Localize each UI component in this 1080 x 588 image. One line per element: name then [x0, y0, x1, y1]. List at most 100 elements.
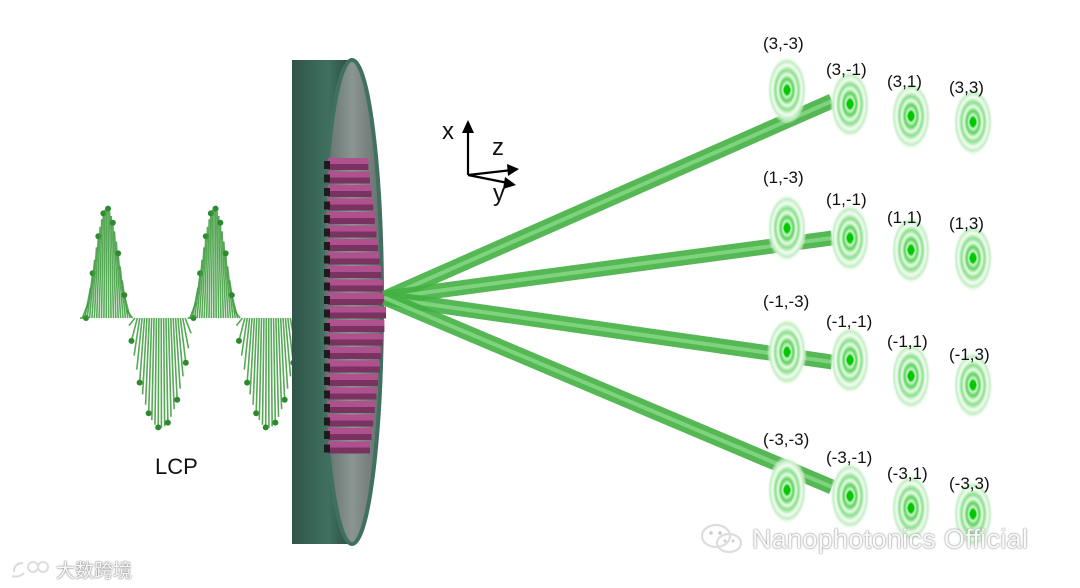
axis-x-label: x — [442, 118, 454, 145]
wave-spoke — [179, 317, 187, 363]
wave-tip — [217, 219, 224, 226]
focal-spot-core — [783, 86, 791, 94]
nanopillar-top — [328, 171, 370, 178]
wave-spoke — [112, 222, 117, 319]
wave-spoke — [277, 317, 283, 410]
wave-spoke — [162, 317, 166, 427]
wave-spoke — [243, 317, 251, 370]
nanopillar-shadow — [324, 228, 330, 237]
nanopillar-side — [328, 285, 383, 292]
nanopillar-shadow — [324, 417, 330, 426]
spot-label: (3,-1) — [826, 60, 867, 79]
nanopillar-array — [324, 158, 386, 454]
wave-tip — [105, 205, 112, 212]
nanopillar-top — [328, 387, 377, 394]
wave-spoke — [107, 208, 110, 319]
nanopillar-side — [328, 191, 372, 197]
wave-spoke — [261, 317, 265, 425]
spot-label: (1,-3) — [763, 168, 804, 187]
wave-spoke — [167, 317, 172, 417]
wave-spoke — [128, 317, 136, 327]
spot-label: (1,1) — [887, 208, 922, 227]
nanopillar-shadow — [324, 201, 330, 210]
wave-spoke — [110, 215, 115, 319]
wave-spoke — [95, 226, 101, 319]
wave-spoke — [224, 253, 232, 319]
wave-tip — [235, 337, 242, 344]
nanopillar-top — [328, 212, 375, 218]
wave-spoke — [181, 317, 190, 349]
source-logo-icon — [11, 560, 49, 578]
wave-spoke — [198, 247, 205, 319]
wave-spoke — [219, 222, 225, 319]
wave-spoke — [226, 266, 234, 319]
journal-watermark-text: Nanophotonics Official — [752, 523, 1029, 554]
wave-spoke — [216, 211, 220, 319]
wave-tip — [136, 379, 143, 386]
source-watermark: 大数跨境 — [8, 556, 132, 583]
nanopillar-shadow — [324, 255, 330, 264]
wave-spoke — [169, 317, 175, 410]
spot-label: (-1,1) — [887, 332, 928, 351]
nanopillar-top — [328, 185, 372, 191]
wave-spoke — [205, 219, 211, 319]
spot-label: (-1,-1) — [826, 312, 873, 331]
spot-label: (-3,3) — [949, 474, 990, 493]
wave-spoke — [246, 317, 253, 383]
nanopillar-top — [328, 428, 372, 434]
wave-spoke — [151, 317, 155, 421]
wave-spoke — [233, 309, 241, 319]
nanopillar-top — [328, 279, 383, 286]
nanopillar-side — [328, 339, 383, 346]
nanopillar-side — [328, 407, 375, 413]
wave-spoke — [255, 317, 260, 414]
nanopillar-side — [328, 177, 370, 184]
wave-tip — [115, 250, 122, 257]
nanopillar-top — [328, 266, 382, 272]
wave-spoke — [103, 209, 106, 319]
wave-spoke — [238, 317, 246, 342]
nanopillar-shadow — [324, 444, 330, 453]
lcp-wave — [80, 205, 304, 431]
nanopillar-shadow — [324, 350, 330, 358]
focal-spot-core — [907, 246, 915, 254]
wave-spoke — [141, 317, 148, 395]
nanopillar-shadow — [324, 404, 330, 412]
spot-label: (3,1) — [887, 72, 922, 91]
nanopillar-side — [328, 258, 380, 265]
nanopillar-top — [328, 293, 385, 299]
wave-spoke — [208, 213, 212, 319]
focal-spot-core — [969, 254, 977, 262]
axis-z-label: z — [492, 134, 504, 161]
nanopillar-shadow — [324, 174, 330, 183]
wave-spoke — [113, 231, 120, 319]
nanopillar-side — [328, 299, 385, 305]
wave-tip — [145, 410, 152, 417]
nanopillar-top — [328, 374, 378, 380]
focal-spot-core — [969, 118, 977, 126]
nanopillar-shadow — [324, 296, 330, 304]
nanopillar-side — [328, 164, 369, 170]
wave-spoke — [88, 259, 96, 319]
nanopillar-shadow — [324, 161, 330, 169]
wave-spoke — [174, 317, 181, 389]
nanopillar-side — [328, 245, 378, 251]
wave-spoke — [275, 317, 280, 417]
source-watermark-text: 大数跨境 — [56, 561, 133, 582]
wave-tip — [228, 292, 235, 299]
nanopillar-top — [328, 306, 386, 313]
nanopillar-side — [328, 272, 382, 278]
wave-tip — [164, 419, 171, 426]
wave-spoke — [177, 317, 184, 377]
nanopillar-top — [328, 414, 374, 421]
nanopillar-side — [328, 353, 382, 359]
wave-spoke — [240, 317, 249, 356]
nanopillar-top — [328, 239, 378, 245]
wave-tip — [253, 410, 260, 417]
beam-highlight — [384, 99, 833, 300]
wave-spoke — [117, 253, 124, 319]
nanopillar-side — [328, 393, 377, 400]
nanopillar-shadow — [324, 377, 330, 385]
wave-spoke — [165, 317, 169, 423]
wave-spoke — [93, 236, 100, 319]
